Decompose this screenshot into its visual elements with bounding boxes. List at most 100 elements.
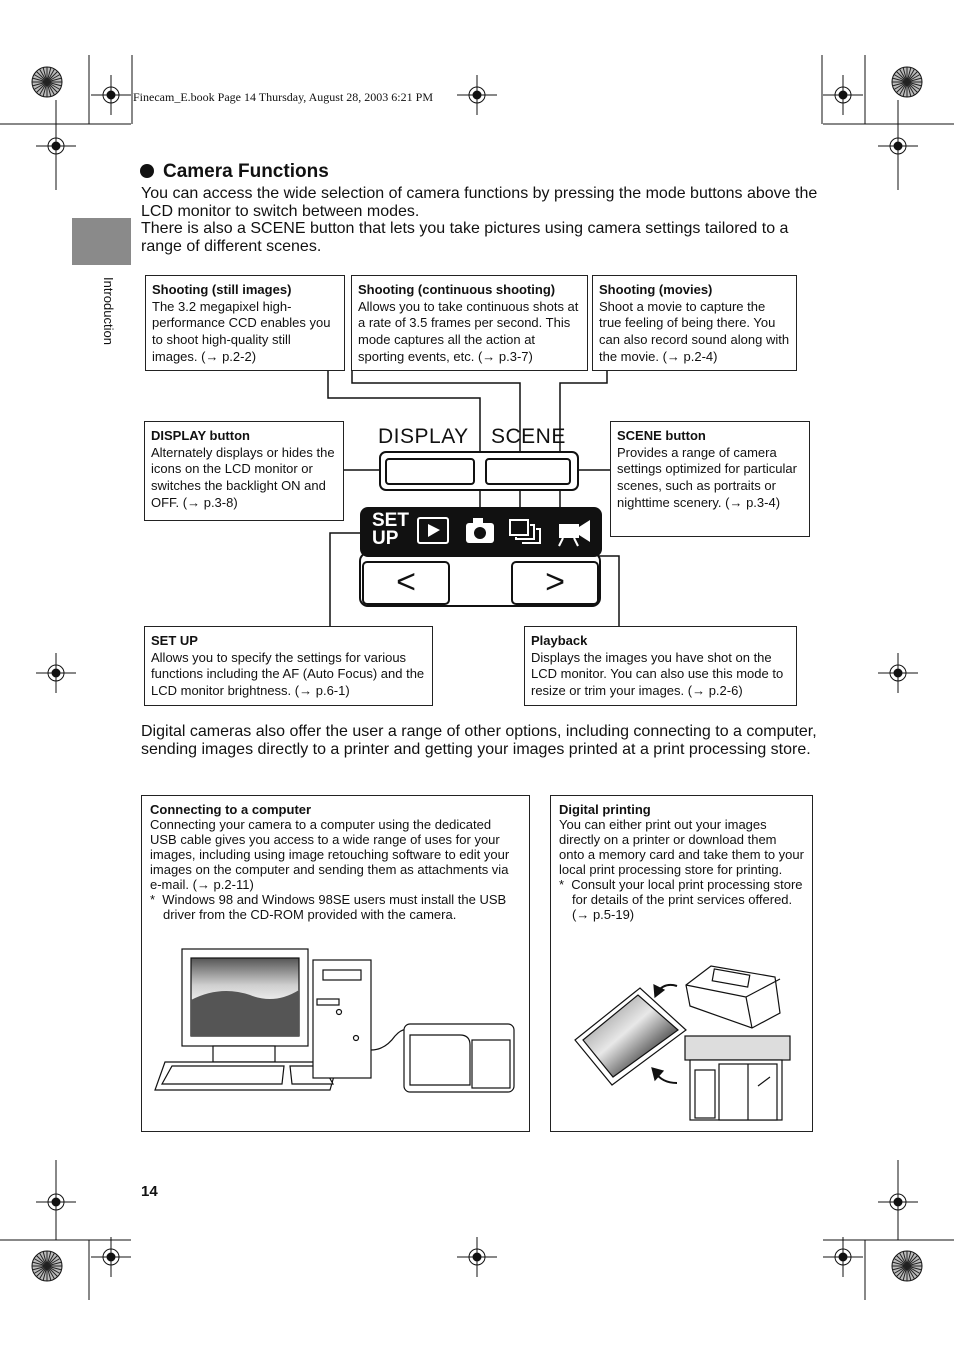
color-target-ray: [46, 81, 62, 87]
display-button-body: Alternately displays or hides the icons …: [151, 444, 335, 510]
color-target-ray: [896, 1255, 908, 1267]
color-target-ray: [46, 1265, 52, 1281]
color-target-ray: [46, 81, 52, 97]
setup-label: SET UP: [372, 510, 409, 549]
color-target-ray: [906, 1265, 912, 1281]
color-target-ray: [36, 71, 48, 83]
color-target-ray: [42, 81, 48, 97]
camera-panel: [359, 451, 602, 607]
color-target-ray: [36, 1265, 48, 1277]
color-target-ray: [33, 74, 48, 83]
color-target-ray: [42, 1251, 48, 1267]
section-tab: [72, 218, 131, 265]
printing-note: * Consult your local print processing st…: [559, 877, 803, 922]
color-target-ray: [906, 1265, 918, 1277]
scene-label: SCENE: [491, 425, 566, 448]
color-target-ray: [896, 71, 908, 83]
continuous-shooting-body: Allows you to take continuous shots at a…: [358, 298, 579, 364]
movie-shooting-body: Shoot a movie to capture the true feelin…: [599, 298, 790, 364]
intro-paragraph-1: You can access the wide selection of cam…: [141, 185, 818, 220]
color-target-ray: [892, 81, 908, 87]
color-target-ray: [893, 1265, 908, 1274]
color-target-ray: [906, 71, 918, 83]
color-target-ray: [896, 1265, 908, 1277]
color-target-ray: [33, 1265, 48, 1274]
display-button-box: DISPLAY button Alternately displays or h…: [144, 421, 344, 521]
color-target-ray: [906, 1265, 922, 1271]
options-paragraph: Digital cameras also offer the user a ra…: [141, 723, 817, 758]
movie-shooting-title: Shooting (movies): [599, 282, 713, 297]
color-target-ray: [42, 1265, 48, 1281]
color-target-ray: [892, 77, 908, 83]
color-target-ray: [896, 81, 908, 93]
color-target-ray: [906, 1265, 921, 1274]
right-arrow-button[interactable]: >: [545, 563, 565, 601]
page-number: 14: [141, 1183, 158, 1200]
color-target-ray: [42, 67, 48, 83]
intro-paragraph-2: There is also a SCENE button that lets y…: [141, 220, 789, 255]
color-target-ray: [892, 1261, 908, 1267]
color-target-ray: [46, 74, 61, 83]
color-target-ray: [906, 81, 918, 93]
color-target-ray: [899, 68, 908, 83]
color-target-ray: [902, 1251, 908, 1267]
setup-title: SET UP: [151, 633, 198, 648]
scene-button-body: Provides a range of camera settings opti…: [617, 444, 797, 510]
printing-title: Digital printing: [559, 802, 651, 817]
camera-panel-diagram: [327, 371, 620, 626]
still-shooting-body: The 3.2 megapixel high-performance CCD e…: [152, 298, 331, 364]
color-target-ray: [46, 81, 55, 96]
playback-box: Playback Displays the images you have sh…: [524, 626, 797, 706]
color-target-ray: [46, 1261, 62, 1267]
color-target-ray: [899, 1252, 908, 1267]
file-info: Finecam_E.book Page 14 Thursday, August …: [133, 90, 433, 104]
color-target-ray: [46, 81, 58, 93]
color-target-ray: [46, 1265, 58, 1277]
color-target-ray: [906, 81, 921, 90]
color-target-ray: [899, 81, 908, 96]
color-target-ray: [906, 67, 912, 83]
still-shooting-title: Shooting (still images): [152, 282, 292, 297]
color-target-ray: [893, 74, 908, 83]
computer-body: Connecting your camera to a computer usi…: [150, 817, 510, 892]
computer-title: Connecting to a computer: [150, 802, 312, 817]
color-target-ray: [36, 81, 48, 93]
color-target-ray: [46, 67, 52, 83]
color-target-ray: [32, 77, 48, 83]
color-target-ray: [906, 81, 915, 96]
color-target-ray: [906, 1255, 918, 1267]
setup-label-line-1: SET: [372, 510, 409, 531]
scene-button-box: SCENE button Provides a range of camera …: [610, 421, 810, 537]
still-shooting-box: Shooting (still images) The 3.2 megapixe…: [145, 275, 345, 371]
display-button-title: DISPLAY button: [151, 428, 250, 443]
color-target-ray: [46, 81, 61, 90]
color-target-ray: [906, 81, 912, 97]
color-target-ray: [39, 1252, 48, 1267]
color-target-ray: [906, 1258, 921, 1267]
section-label: Introduction: [101, 277, 116, 345]
playback-body: Displays the images you have shot on the…: [531, 649, 784, 699]
color-target-ray: [906, 68, 915, 83]
setup-label-line-2: UP: [372, 528, 399, 549]
color-target-ray: [902, 67, 908, 83]
color-target-ray: [46, 71, 58, 83]
color-target-ray: [32, 1265, 48, 1271]
color-target-ray: [39, 1265, 48, 1280]
color-target-ray: [906, 1252, 915, 1267]
color-target-ray: [46, 1251, 52, 1267]
color-target-ray: [899, 1265, 908, 1280]
color-target-ray: [906, 1261, 922, 1267]
continuous-shooting-box: Shooting (continuous shooting) Allows yo…: [351, 275, 588, 371]
color-target-ray: [39, 81, 48, 96]
left-arrow-button[interactable]: <: [396, 563, 416, 601]
color-target-ray: [36, 1255, 48, 1267]
color-target-ray: [902, 81, 908, 97]
color-target-ray: [906, 1265, 915, 1280]
color-target-ray: [46, 1255, 58, 1267]
section-heading: Camera Functions: [140, 161, 329, 183]
color-target-ray: [33, 1258, 48, 1267]
color-target-ray: [906, 1251, 912, 1267]
